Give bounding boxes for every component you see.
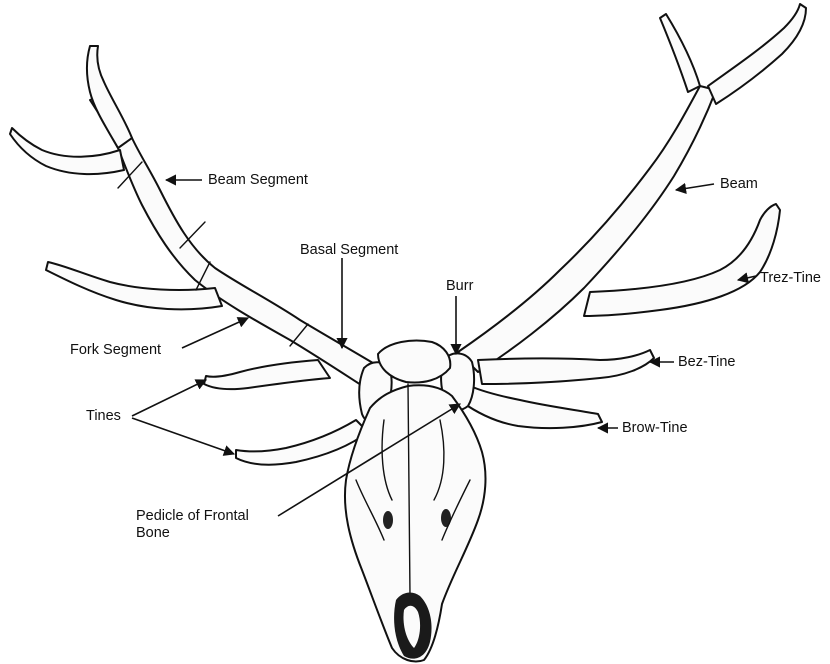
label-beam-segment: Beam Segment [208, 172, 308, 189]
label-beam: Beam [720, 176, 758, 193]
label-burr: Burr [446, 278, 473, 295]
label-basal-segment: Basal Segment [300, 242, 398, 259]
label-fork-segment: Fork Segment [70, 342, 161, 359]
label-brow-tine: Brow-Tine [622, 420, 688, 437]
label-tines: Tines [86, 408, 121, 425]
label-trez-tine: Trez-Tine [760, 270, 821, 287]
label-bez-tine: Bez-Tine [678, 354, 735, 371]
right-antler [441, 4, 806, 428]
label-pedicle-of-frontal-bone: Pedicle of Frontal Bone [136, 508, 249, 542]
